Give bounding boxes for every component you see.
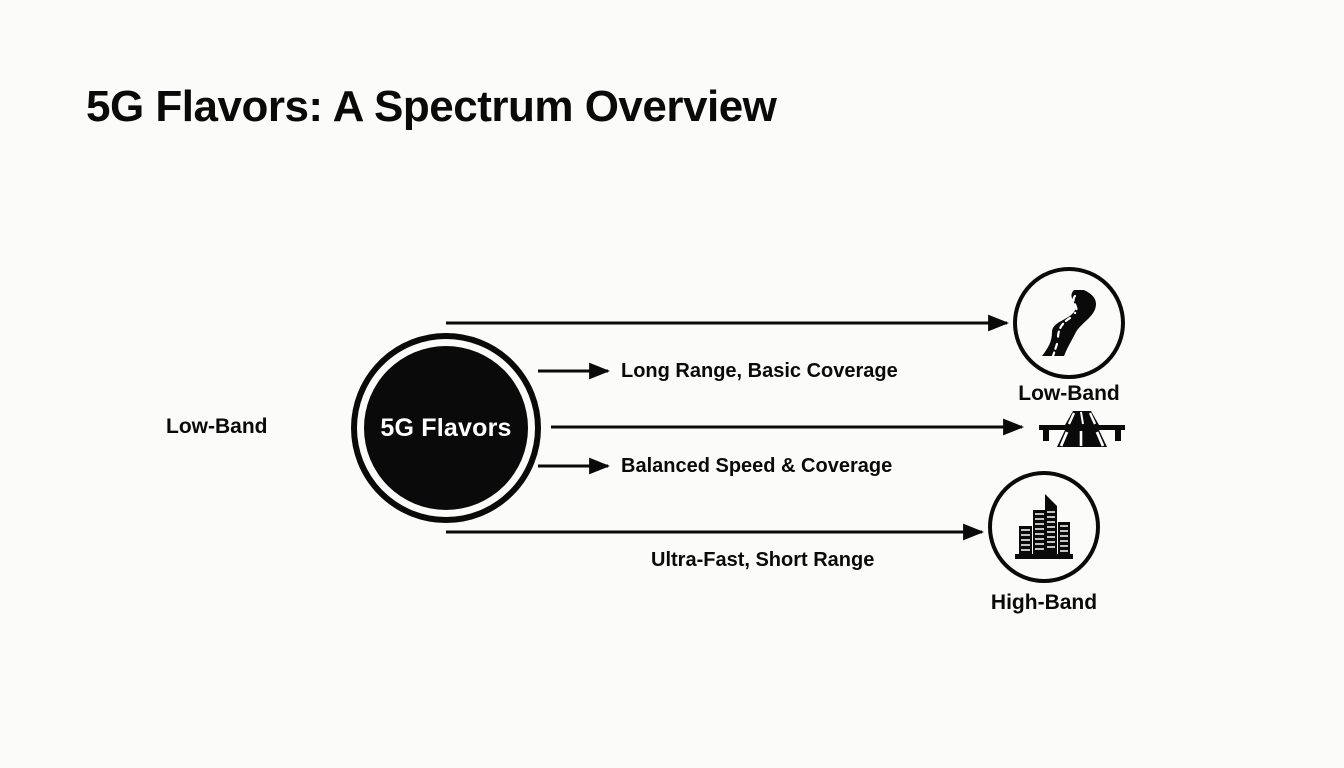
node-highway-overpass[interactable] [1029,411,1135,447]
winding-road-icon [1017,271,1121,375]
hub-label: 5G Flavors [380,413,512,442]
edge-caption-ultra-fast: Ultra-Fast, Short Range [651,549,875,571]
left-band-label: Low-Band [166,415,268,438]
edge-caption-long-range: Long Range, Basic Coverage [621,360,898,382]
node-label-high-band: High-Band [990,591,1098,614]
page-title: 5G Flavors: A Spectrum Overview [86,82,777,131]
node-low-band[interactable] [1013,267,1125,379]
highway-overpass-icon [1029,411,1135,447]
node-high-band[interactable] [988,471,1100,583]
city-buildings-icon [992,475,1096,579]
hub-inner-disc [364,346,528,510]
hub-node-5g-flavors[interactable]: 5G Flavors [351,333,541,523]
edge-caption-balanced: Balanced Speed & Coverage [621,455,893,477]
node-label-low-band: Low-Band [1018,382,1120,405]
